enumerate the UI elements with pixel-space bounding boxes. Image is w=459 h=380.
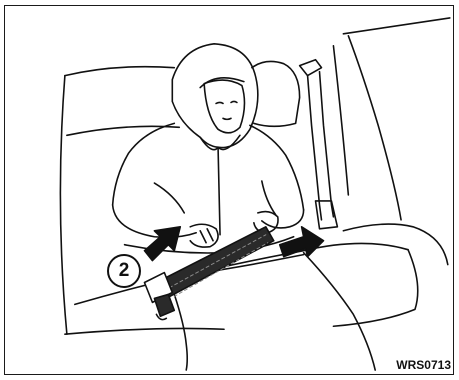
figure-code: WRS0713 — [396, 358, 451, 372]
seat-side — [343, 224, 447, 265]
child-hand-left — [190, 224, 218, 247]
arrow-left — [144, 227, 180, 261]
buckle-plate — [154, 294, 174, 316]
child-hood — [172, 44, 258, 148]
child-arm-left — [113, 205, 197, 237]
belt-anchor — [300, 60, 322, 76]
child-face — [204, 80, 244, 133]
seat-cushion-lower — [65, 328, 224, 334]
child-jacket-fold-1 — [154, 183, 184, 213]
child-eye-right — [231, 101, 237, 102]
child-jacket-fold-2 — [262, 181, 276, 215]
arrow-right — [280, 227, 324, 257]
child-leg-left — [174, 294, 187, 370]
child-hand-left-fingers — [200, 229, 213, 243]
child-shoulder-left — [113, 123, 175, 205]
child-arm-right — [262, 210, 304, 228]
child-eye-left — [216, 102, 223, 103]
seat-backrest-left — [65, 67, 174, 76]
window-line — [348, 36, 401, 220]
door-pillar — [333, 46, 348, 195]
seat-belt-illustration — [5, 6, 453, 374]
step-number-badge: 2 — [107, 254, 141, 288]
shoulder-belt-edge — [320, 72, 334, 217]
child-mouth — [223, 118, 231, 119]
shoulder-belt — [308, 76, 322, 220]
roof-line — [343, 18, 449, 34]
seat-cushion-front — [333, 250, 417, 327]
child-shoulder-right — [250, 125, 304, 210]
child-leg-right — [304, 253, 376, 370]
seat-backrest-outline — [60, 76, 67, 335]
headrest-right — [252, 61, 300, 126]
figure-frame: 2 WRS0713 — [4, 5, 454, 375]
child-jacket-center — [218, 147, 220, 235]
